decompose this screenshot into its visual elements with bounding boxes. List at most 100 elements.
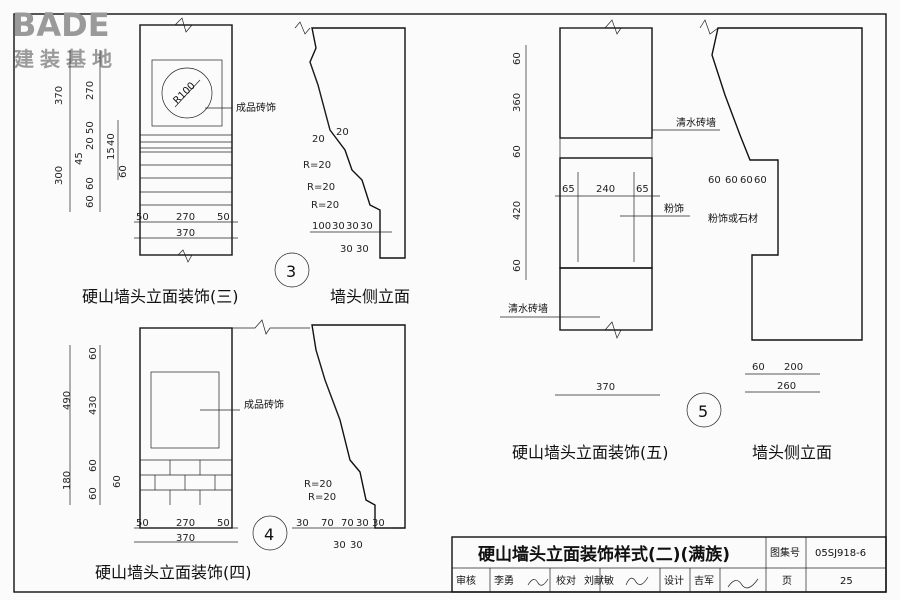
dim-v-60b: 60	[85, 195, 96, 208]
dim-v-50: 50	[85, 121, 96, 134]
label-fair-faced-brick-bottom: 清水砖墙	[508, 302, 548, 315]
dim5-h-370: 370	[596, 382, 615, 393]
logo: BADE 建装基地	[12, 6, 118, 71]
logo-text: BADE	[12, 6, 110, 44]
dim5-v-360: 360	[512, 93, 523, 112]
dim4-v-430: 430	[88, 396, 99, 415]
label-brick-ornament-4: 成品砖饰	[244, 398, 284, 411]
side5-step-60a: 60	[708, 175, 721, 186]
side4-b-30b: 30	[356, 518, 369, 529]
side3-b2-30b: 30	[356, 244, 369, 255]
drawing-3-side: 20 20 R=20 R=20 R=20 100 30 30 30 30 30	[294, 21, 406, 259]
side5-step-60b: 60	[725, 175, 738, 186]
drawing-3-side-caption: 墙头侧立面	[330, 287, 410, 306]
drawing-4-number: 4	[264, 525, 274, 544]
dim-h-50a: 50	[136, 212, 149, 223]
drawing-3-caption: 硬山墙头立面装饰(三)	[82, 287, 239, 306]
label-plaster: 粉饰	[664, 202, 684, 215]
dim5-h-240: 240	[596, 184, 615, 195]
drawing-3-marker	[274, 252, 310, 288]
dim-v-60a: 60	[85, 177, 96, 190]
dim5-h-65b: 65	[636, 184, 649, 195]
dim4-v-490: 490	[62, 391, 73, 410]
side4-b-70a: 70	[321, 518, 334, 529]
side5-total-260: 260	[777, 381, 796, 392]
side4-r2: R=20	[308, 492, 336, 503]
side3-r2: R=20	[307, 182, 335, 193]
title-block-page-value: 25	[840, 576, 853, 587]
title-block-review-label: 审核	[456, 574, 476, 587]
dim-v-60c: 60	[118, 165, 129, 178]
dim5-v-60b: 60	[512, 145, 523, 158]
title-block-design-name: 吉军	[694, 575, 714, 587]
dim4-v-60d: 60	[112, 475, 123, 488]
drawing-5-side: 60 60 60 60 粉饰或石材 60 200 260	[699, 19, 863, 393]
title-block: 硬山墙头立面装饰样式(二)(满族) 图集号 05SJ918-6 审核 李勇 校对…	[451, 536, 887, 593]
logo-subtitle: 建装基地	[14, 47, 118, 71]
dim-h-270: 270	[176, 212, 195, 223]
dim5-v-60a: 60	[512, 52, 523, 65]
dim4-h-50a: 50	[136, 518, 149, 529]
title-block-design-label: 设计	[664, 574, 684, 587]
dim4-h-270: 270	[176, 518, 195, 529]
drawing-5-marker	[686, 392, 722, 428]
side4-b-30a: 30	[296, 518, 309, 529]
drawing-5-side-caption: 墙头侧立面	[752, 443, 832, 462]
side4-b-70b: 70	[341, 518, 354, 529]
title-block-atlas-value: 05SJ918-6	[815, 548, 866, 559]
dim5-h-65a: 65	[562, 184, 575, 195]
title-block-check-name: 刘献敏	[584, 574, 614, 587]
drawing-5-front: 清水砖墙 粉饰 清水砖墙 60 360 60 420 60 65 240 65 …	[500, 19, 720, 396]
dim4-v-60a: 60	[88, 347, 99, 360]
side3-b2-30a: 30	[340, 244, 353, 255]
dim-v-20: 20	[85, 137, 96, 150]
dim4-h-50b: 50	[217, 518, 230, 529]
side3-r1: R=20	[303, 160, 331, 171]
dim4-v-180: 180	[62, 471, 73, 490]
side4-b2-30b: 30	[350, 540, 363, 551]
title-block-atlas-label: 图集号	[770, 546, 800, 559]
dim-v-370: 370	[54, 86, 65, 105]
side4-b-30c: 30	[372, 518, 385, 529]
side5-step-60c: 60	[740, 175, 753, 186]
design-signature	[727, 578, 759, 589]
side4-r1: R=20	[304, 479, 332, 490]
label-plaster-or-stone: 粉饰或石材	[708, 212, 758, 225]
dim4-h-370: 370	[176, 533, 195, 544]
drawing-5-caption: 硬山墙头立面装饰(五)	[512, 443, 669, 462]
sheet-border	[13, 13, 887, 593]
round-ornament	[161, 67, 213, 119]
panel-frame	[151, 59, 223, 127]
dim-v-40: 40	[106, 133, 117, 146]
side3-dim-20a: 20	[312, 134, 325, 145]
radius-label: R100	[172, 80, 198, 106]
dim4-v-60c: 60	[88, 487, 99, 500]
dim-h-370: 370	[176, 228, 195, 239]
dim-h-50b: 50	[217, 212, 230, 223]
dim4-v-60b: 60	[88, 459, 99, 472]
side3-b-100: 100	[312, 221, 331, 232]
dim5-v-60c: 60	[512, 259, 523, 272]
drawing-4-front: 成品砖饰 490 180 60 430 60 60 60 50 270 50 3…	[62, 319, 310, 544]
dim-v-300: 300	[54, 166, 65, 185]
drawing-4-caption: 硬山墙头立面装饰(四)	[95, 563, 252, 582]
check-signature	[625, 576, 649, 586]
title-block-check-label: 校对	[556, 574, 576, 587]
label-brick-ornament: 成品砖饰	[236, 101, 276, 114]
side5-b-60: 60	[752, 362, 765, 373]
side5-step-60d: 60	[754, 175, 767, 186]
label-fair-faced-brick-top: 清水砖墙	[676, 116, 716, 129]
side3-r3: R=20	[311, 200, 339, 211]
side3-dim-20b: 20	[336, 127, 349, 138]
drawing-4-side: R=20 R=20 30 70 70 30 30 30 30	[292, 324, 406, 551]
side3-b-30b: 30	[346, 221, 359, 232]
title-block-review-name: 李勇	[494, 574, 514, 587]
drawing-4-marker	[252, 515, 288, 551]
dim-v-270: 270	[85, 81, 96, 100]
dim-v-15: 15	[106, 147, 117, 160]
side3-b-30a: 30	[332, 221, 345, 232]
title-block-page-label: 页	[782, 575, 792, 587]
dim-v-45: 45	[74, 152, 85, 165]
